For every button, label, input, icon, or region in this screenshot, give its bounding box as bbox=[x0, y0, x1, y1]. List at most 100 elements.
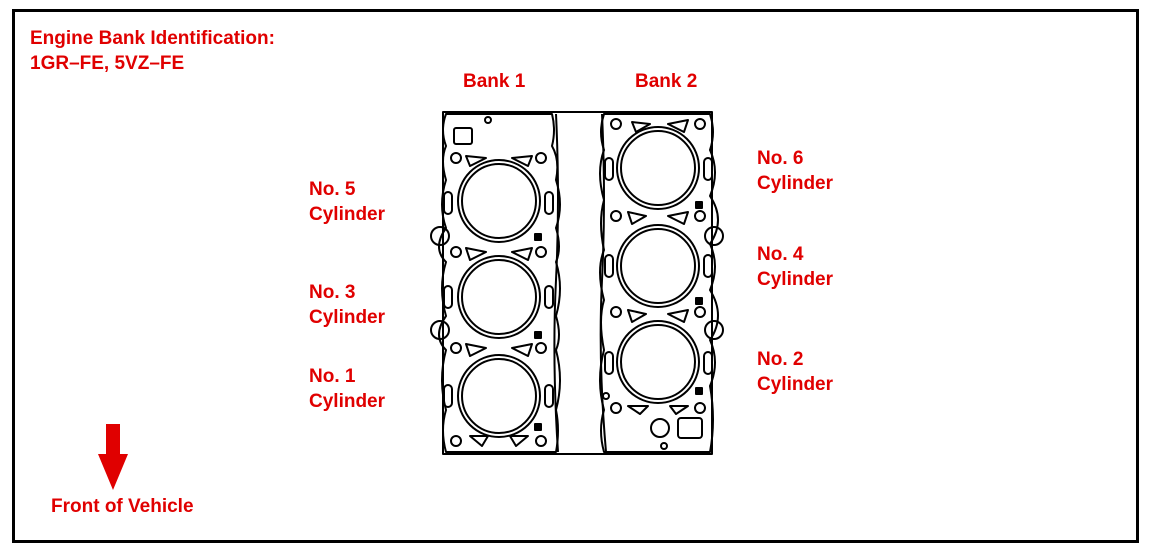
bank-1-bolt-hole bbox=[450, 246, 462, 258]
bank-2-slot bbox=[703, 254, 713, 278]
bank-2-round-port bbox=[650, 418, 670, 438]
bank-2-bore-cyl-4 bbox=[616, 224, 700, 308]
bank-2-bore-cyl-6 bbox=[616, 126, 700, 210]
bank-2-bottom-hole bbox=[669, 405, 689, 415]
bank-2-bore-cyl-4-inner bbox=[620, 228, 696, 304]
bank-2-bore-cyl-6-inner bbox=[620, 130, 696, 206]
bank-1-bolt-hole bbox=[450, 152, 462, 164]
bank-2-slot bbox=[703, 351, 713, 375]
bank-2-bore-cyl-2-inner bbox=[620, 324, 696, 400]
bank-2-side-hole bbox=[704, 226, 724, 246]
bank-2-gasket-outline bbox=[599, 113, 719, 453]
bank-2-oil-port bbox=[677, 417, 703, 439]
bank-1-coolant-hole bbox=[511, 247, 533, 261]
bank-2-coolant-hole bbox=[667, 211, 689, 225]
bank-1-label: Bank 1 bbox=[463, 71, 526, 92]
bank-1-oil-port bbox=[453, 127, 473, 145]
front-of-vehicle-label: Front of Vehicle bbox=[51, 496, 194, 517]
bank-1-slot bbox=[443, 285, 453, 309]
bank-1-gasket-outline bbox=[438, 113, 561, 453]
bank-2-bore-cyl-2 bbox=[616, 320, 700, 404]
cylinder-3-word: Cylinder bbox=[309, 307, 386, 328]
bank-2-marker bbox=[695, 387, 703, 395]
bank-2-bolt-hole bbox=[610, 118, 622, 130]
cylinder-4-label: No. 4 Cylinder bbox=[757, 242, 833, 292]
cylinder-5-number: No. 5 bbox=[309, 179, 356, 200]
bank-2-bolt-hole bbox=[694, 210, 706, 222]
bank-1-marker bbox=[534, 233, 542, 241]
diagram-frame bbox=[12, 9, 1139, 543]
bank-1-bolt-hole bbox=[450, 435, 462, 447]
bank-2-coolant-hole bbox=[631, 121, 651, 133]
bank-1-bolt-hole bbox=[535, 342, 547, 354]
bank-2-coolant-hole bbox=[627, 211, 647, 225]
bank-2-bolt-hole bbox=[694, 306, 706, 318]
bank-2-bolt-hole bbox=[610, 210, 622, 222]
cylinder-3-number: No. 3 bbox=[309, 282, 356, 303]
bank-1-bore-cyl-3-inner bbox=[461, 259, 537, 335]
bank-2-label: Bank 2 bbox=[635, 71, 698, 92]
bank-1-dowel-hole bbox=[484, 116, 492, 124]
bank-1-marker bbox=[534, 423, 542, 431]
bank-1-bore-cyl-1-inner bbox=[461, 358, 537, 434]
title-line-1: Engine Bank Identification: bbox=[30, 28, 275, 49]
bank-1-bore-cyl-1 bbox=[457, 354, 541, 438]
cylinder-1-word: Cylinder bbox=[309, 391, 386, 412]
bank-1-coolant-hole bbox=[511, 343, 533, 357]
bank-1-coolant-hole bbox=[465, 155, 487, 167]
bank-1-bolt-hole bbox=[450, 342, 462, 354]
bank-1-bottom-hole bbox=[469, 435, 489, 447]
bank-2-marker bbox=[695, 297, 703, 305]
bank-2-bolt-hole bbox=[610, 306, 622, 318]
bank-2-coolant-hole bbox=[627, 309, 647, 323]
valley-line-right bbox=[599, 113, 607, 453]
cylinder-3-label: No. 3 Cylinder bbox=[309, 280, 385, 330]
bank-2-bolt-hole bbox=[694, 118, 706, 130]
cylinder-2-label: No. 2 Cylinder bbox=[757, 347, 833, 397]
bank-2-side-hole bbox=[704, 320, 724, 340]
valley-line-left bbox=[553, 113, 559, 453]
bank-2-bolt-hole bbox=[694, 402, 706, 414]
bank-1-marker bbox=[534, 331, 542, 339]
bank-2-dowel-hole bbox=[602, 392, 610, 400]
bank-1-bolt-hole bbox=[535, 152, 547, 164]
bank-2-bottom-hole bbox=[627, 405, 649, 415]
bank-1-slot bbox=[443, 384, 453, 408]
cylinder-2-word: Cylinder bbox=[757, 374, 834, 395]
bank-2-small-hole bbox=[660, 442, 668, 450]
bank-2-coolant-hole bbox=[667, 309, 689, 323]
bank-2-slot bbox=[604, 157, 614, 181]
bank-2-bolt-hole bbox=[610, 402, 622, 414]
bank-1-bore-cyl-5-inner bbox=[461, 163, 537, 239]
cylinder-1-label: No. 1 Cylinder bbox=[309, 364, 385, 414]
bank-1-side-hole bbox=[430, 226, 450, 246]
bank-1-slot bbox=[544, 384, 554, 408]
cylinder-5-label: No. 5 Cylinder bbox=[309, 177, 385, 227]
bank-2-marker bbox=[695, 201, 703, 209]
bank-2-slot bbox=[604, 254, 614, 278]
bank-1-slot bbox=[443, 191, 453, 215]
title-line-2: 1GR–FE, 5VZ–FE bbox=[30, 53, 185, 74]
cylinder-4-word: Cylinder bbox=[757, 269, 834, 290]
bank-1-slot bbox=[544, 285, 554, 309]
bank-2-slot bbox=[604, 351, 614, 375]
cylinder-6-word: Cylinder bbox=[757, 173, 834, 194]
bank-1-bottom-hole bbox=[509, 435, 529, 447]
bank-1-coolant-hole bbox=[511, 155, 533, 167]
cylinder-2-number: No. 2 bbox=[757, 349, 804, 370]
bank-1-bore-cyl-5 bbox=[457, 159, 541, 243]
bank-2-slot bbox=[703, 157, 713, 181]
bank-1-bolt-hole bbox=[535, 246, 547, 258]
bank-1-coolant-hole bbox=[465, 247, 487, 261]
bank-1-bore-cyl-3 bbox=[457, 255, 541, 339]
bank-1-side-hole bbox=[430, 320, 450, 340]
diagram-title: Engine Bank Identification: 1GR–FE, 5VZ–… bbox=[30, 26, 275, 76]
bank-1-slot bbox=[544, 191, 554, 215]
cylinder-6-number: No. 6 bbox=[757, 148, 804, 169]
bank-1-bolt-hole bbox=[535, 435, 547, 447]
bank-2-coolant-hole bbox=[667, 119, 689, 133]
cylinder-4-number: No. 4 bbox=[757, 244, 804, 265]
cylinder-1-number: No. 1 bbox=[309, 366, 356, 387]
bank-1-coolant-hole bbox=[465, 343, 487, 357]
